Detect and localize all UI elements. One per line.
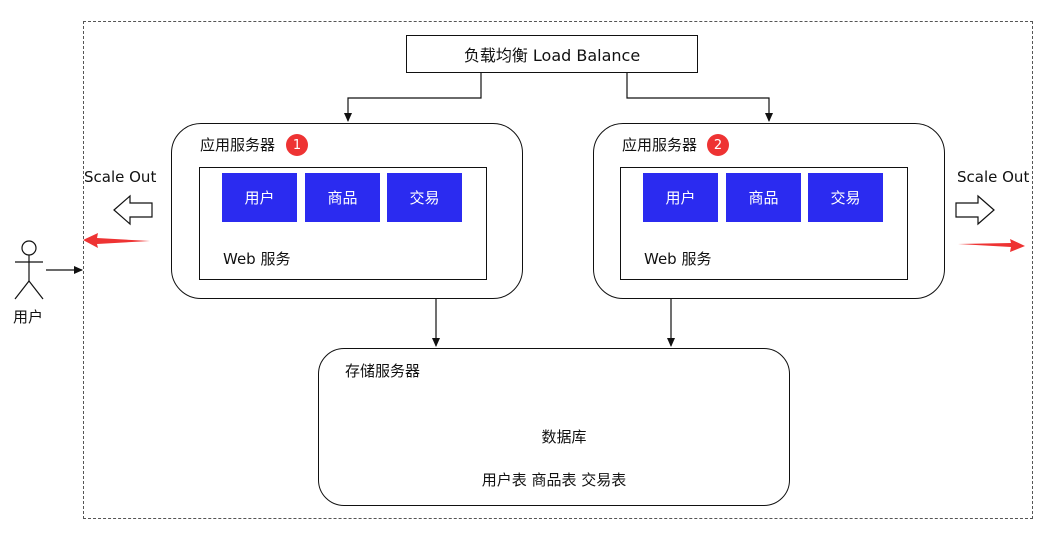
module-product-2: 商品 (726, 173, 801, 222)
scale-out-left-label: Scale Out (84, 168, 157, 186)
storage-server-title: 存储服务器 (345, 362, 421, 380)
load-balancer-label: 负载均衡 Load Balance (463, 46, 641, 65)
web-service-1: 用户 商品 交易 Web 服务 (199, 167, 487, 280)
module-user-1: 用户 (222, 173, 297, 222)
web-service-1-label: Web 服务 (223, 250, 291, 268)
module-trade-1: 交易 (387, 173, 462, 222)
web-service-2: 用户 商品 交易 Web 服务 (620, 167, 908, 280)
module-user-2: 用户 (643, 173, 718, 222)
app-server-2-title: 应用服务器 (622, 136, 698, 154)
scale-out-right-hollow-arrow (955, 194, 995, 226)
system-boundary (83, 21, 1033, 519)
lb-to-server1-connector (344, 73, 482, 122)
scale-out-left-red-arrow (83, 233, 150, 248)
user-actor-icon (14, 240, 44, 300)
app-server-1-badge: 1 (286, 134, 308, 156)
module-trade-2: 交易 (808, 173, 883, 222)
storage-server: 存储服务器 (318, 348, 790, 506)
load-balancer-box: 负载均衡 Load Balance (406, 35, 698, 73)
scale-out-left-hollow-arrow (113, 194, 153, 226)
app-server-1-title: 应用服务器 (200, 136, 276, 154)
user-actor-label: 用户 (13, 308, 44, 326)
lb-to-server2-connector (626, 73, 773, 122)
web-service-2-label: Web 服务 (644, 250, 712, 268)
module-product-1: 商品 (305, 173, 380, 222)
tables-label: 用户表 商品表 交易表 (481, 471, 627, 489)
scale-out-right-label: Scale Out (957, 168, 1030, 186)
app-server-2-badge: 2 (707, 134, 729, 156)
scale-out-right-red-arrow (958, 239, 1025, 252)
database-label: 数据库 (541, 428, 587, 446)
